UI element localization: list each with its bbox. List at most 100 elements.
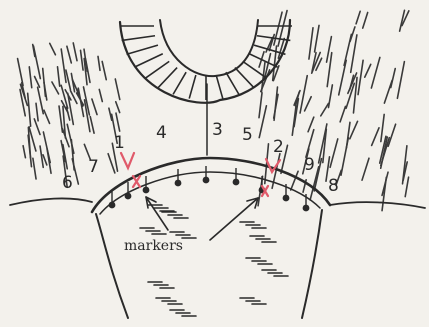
rib-line [158,68,177,88]
hatch-stroke [278,11,287,47]
hatch-stroke [314,159,321,191]
hatch-stroke [351,35,357,72]
rib-line [173,72,186,94]
hatch-stroke [315,25,319,52]
hatch-stroke [328,85,332,108]
number-2: 2 [273,137,284,157]
hatch-stroke [23,146,25,158]
hatch-stroke [102,61,106,79]
hatch-stroke [61,49,66,82]
rib-line [127,45,158,54]
hatch-stroke [306,130,314,158]
pin-head [283,195,290,202]
hatch-stroke [98,56,100,70]
hatch-stroke [305,97,312,111]
collar [120,20,292,103]
hatch-stroke [350,121,358,138]
hatch-stroke [72,159,78,184]
hatch-stroke [99,89,102,101]
pin-head [203,177,210,184]
hatch-stroke [397,62,404,99]
hatch-stroke [371,57,380,88]
hatch-stroke [50,43,56,54]
rib-line [189,75,196,99]
hatch-stroke [116,102,120,113]
seam-pins [109,166,310,211]
pin-head [233,179,240,186]
collar-ribbing [120,26,292,100]
hatch-stroke [381,114,384,141]
hatch-stroke [365,64,371,77]
hatch-stroke [40,146,43,167]
shoulder-line-left [10,198,92,205]
hatch-stroke [33,158,36,179]
hatch-stroke [52,82,59,94]
hatch-stroke [108,154,115,173]
hatch-stroke [67,124,74,153]
hatch-stroke [340,106,345,121]
hatch-stroke [35,76,40,87]
hatch-stroke [34,119,40,135]
pin-head [143,187,150,194]
hatch-stroke [115,79,119,100]
hatch-stroke [362,158,369,180]
number-8: 8 [328,176,339,196]
hatch-stroke [43,155,47,165]
hatch-stroke [92,99,97,115]
hatch-stroke [58,67,60,86]
hatch-stroke [259,93,262,118]
hatch-stroke [44,110,50,123]
hatch-stroke [384,80,392,103]
hatch-stroke [116,113,120,131]
number-1: 1 [114,133,125,153]
sleeve-outline-right [302,210,322,318]
pin-head [175,180,182,187]
hatch-stroke [321,103,329,115]
hatch-stroke [344,34,351,65]
hatch-stroke [372,128,379,146]
number-5: 5 [242,125,253,145]
hatch-stroke [90,117,94,133]
hatch-stroke [81,50,84,70]
number-7: 7 [88,157,99,177]
hatch-stroke [67,46,71,63]
hatch-stroke [18,59,23,86]
pin-head [125,193,132,200]
hatch-stroke [363,12,368,28]
hatch-stroke [274,12,282,45]
number-3: 3 [212,120,223,140]
rib-line [216,75,223,99]
hatch-stroke [308,117,314,132]
hatch-stroke [309,28,313,59]
number-6: 6 [62,173,73,193]
hatch-stroke [38,87,44,113]
hatch-stroke [358,60,363,94]
hatch-stroke [28,93,31,126]
pin-head [109,202,116,209]
hatch-stroke [341,138,348,175]
hatch-stroke [33,44,35,56]
rib-line [243,61,267,78]
hatch-stroke [356,11,360,24]
rib-line [226,72,239,94]
rib-line [235,68,254,88]
hatch-stroke [29,67,31,88]
hatch-stroke [388,124,395,146]
sleeve-outline-left [96,214,128,318]
hatch-stroke [66,70,71,90]
hatch-stroke [339,60,347,95]
hatch-stroke [405,177,408,196]
left-body-hatching [18,43,120,187]
rib-line [134,54,162,67]
number-4: 4 [156,123,167,143]
hatch-stroke [330,139,338,167]
pin-head [303,205,310,212]
number-9: 9 [304,155,315,175]
hatch-stroke [36,103,38,121]
rib-line [122,36,155,41]
hatch-stroke [73,43,77,61]
shoulder-line-right [330,202,425,208]
markers-label: markers [124,238,183,254]
